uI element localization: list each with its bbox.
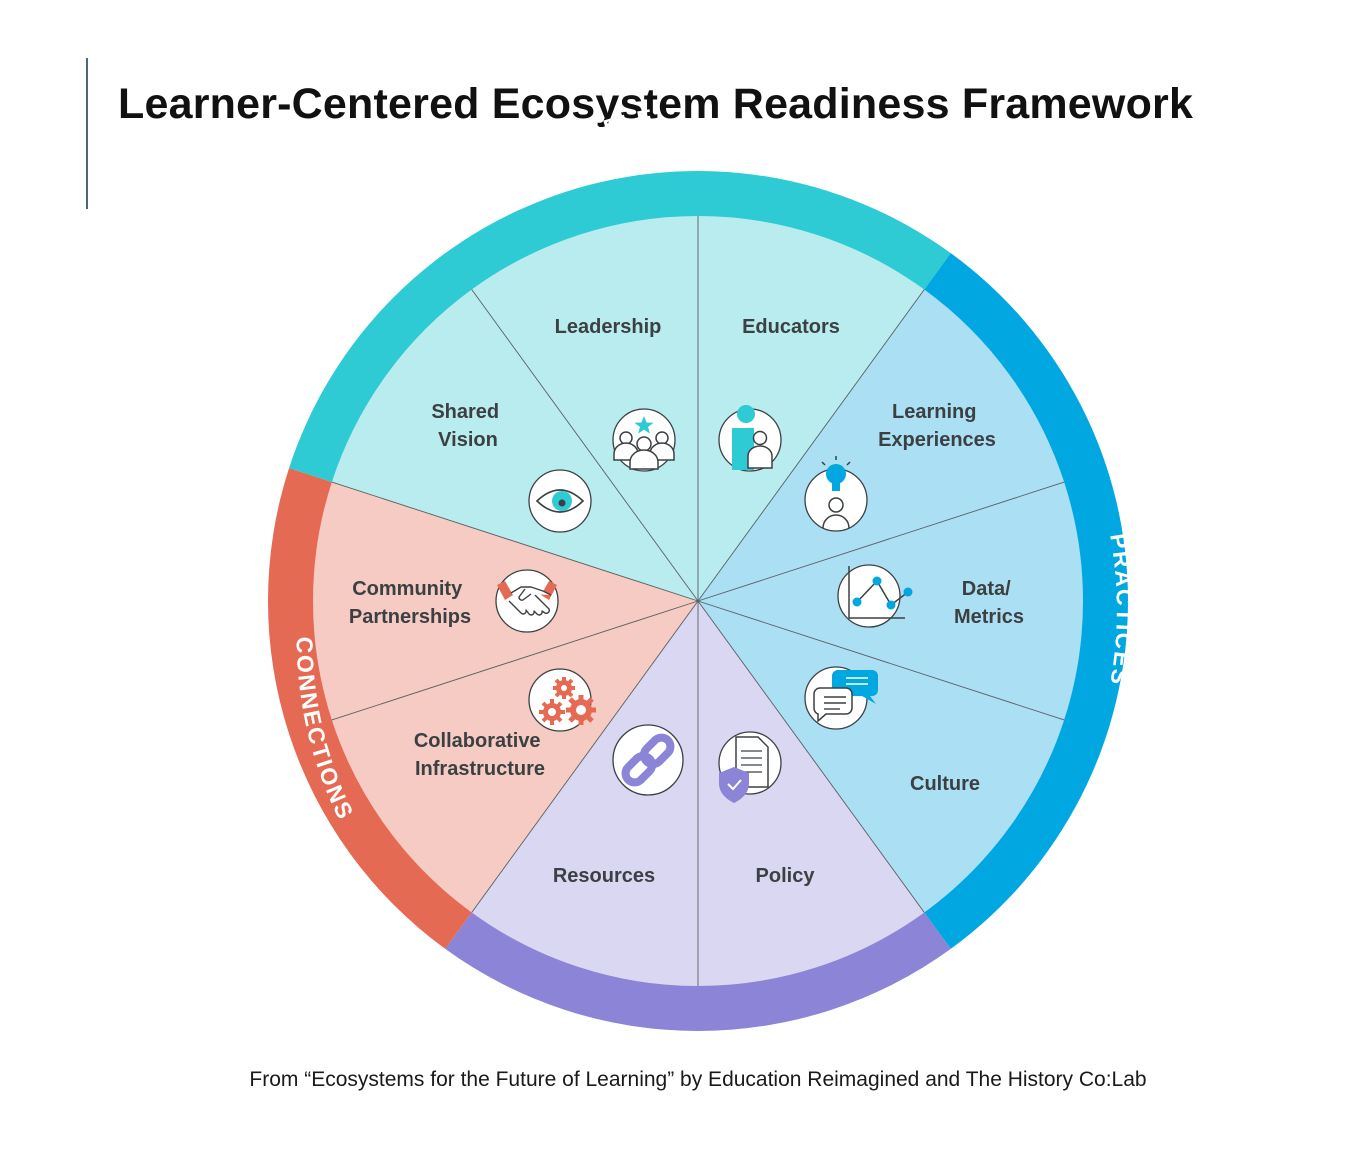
segment-dividers xyxy=(331,216,1065,986)
category-label-people: PEOPLE xyxy=(547,104,657,163)
segment-wedge-educators xyxy=(698,216,925,601)
segment-label-policy: Policy xyxy=(756,865,816,887)
chain-link-icon xyxy=(612,724,684,796)
segment-divider xyxy=(331,481,699,602)
eye-icon xyxy=(528,469,592,533)
source-caption: From “Ecosystems for the Future of Learn… xyxy=(249,1068,1147,1091)
line-chart-icon xyxy=(837,564,913,628)
ring-band-conditions xyxy=(445,910,951,1031)
segment-divider xyxy=(697,481,1065,602)
segment-divider xyxy=(331,600,699,721)
segment-wedge-vision xyxy=(331,289,698,601)
ring-band-connections xyxy=(268,468,473,949)
segment-label-collaborative-infrastructure: Collaborative Infrastructure xyxy=(414,730,546,780)
gears-icon xyxy=(528,668,596,732)
category-ring xyxy=(268,170,1128,1031)
ring-band-practices xyxy=(923,253,1128,949)
segment-divider xyxy=(697,600,1065,721)
segment-wedge-leadership xyxy=(471,216,698,601)
segment-label-data-metrics: Data/ Metrics xyxy=(954,578,1024,628)
segment-label-shared-vision: Shared Vision xyxy=(431,401,504,451)
handshake-icon xyxy=(495,569,559,633)
segment-label-community-partnerships: Community Partnerships xyxy=(349,578,471,628)
ring-band-people xyxy=(289,170,951,483)
segment-divider xyxy=(471,289,699,602)
page-title: Learner-Centered Ecosystem Readiness Fra… xyxy=(118,80,1194,128)
leadership-group-icon xyxy=(612,408,676,472)
segment-label-leadership: Leadership xyxy=(555,316,662,338)
segment-wedge-resources xyxy=(471,601,698,986)
segment-wedge-learning xyxy=(698,289,1065,601)
segment-label-resources: Resources xyxy=(553,865,655,887)
segment-divider xyxy=(697,600,925,913)
segment-label-culture: Culture xyxy=(910,773,980,795)
segment-label-educators: Educators xyxy=(742,316,840,338)
segment-divider xyxy=(697,289,925,602)
lightbulb-learner-icon xyxy=(804,456,868,532)
document-shield-icon xyxy=(718,731,782,803)
segment-divider xyxy=(471,600,699,913)
segment-wedge-infrastructure xyxy=(331,601,698,913)
segment-label-learning-experiences: Learning Experiences xyxy=(878,401,996,451)
segment-wedge-culture xyxy=(698,601,1065,913)
title-accent-bar xyxy=(86,58,88,209)
segment-wedge-policy xyxy=(698,601,925,986)
educator-icon xyxy=(718,405,782,472)
chat-bubbles-icon xyxy=(804,666,878,730)
